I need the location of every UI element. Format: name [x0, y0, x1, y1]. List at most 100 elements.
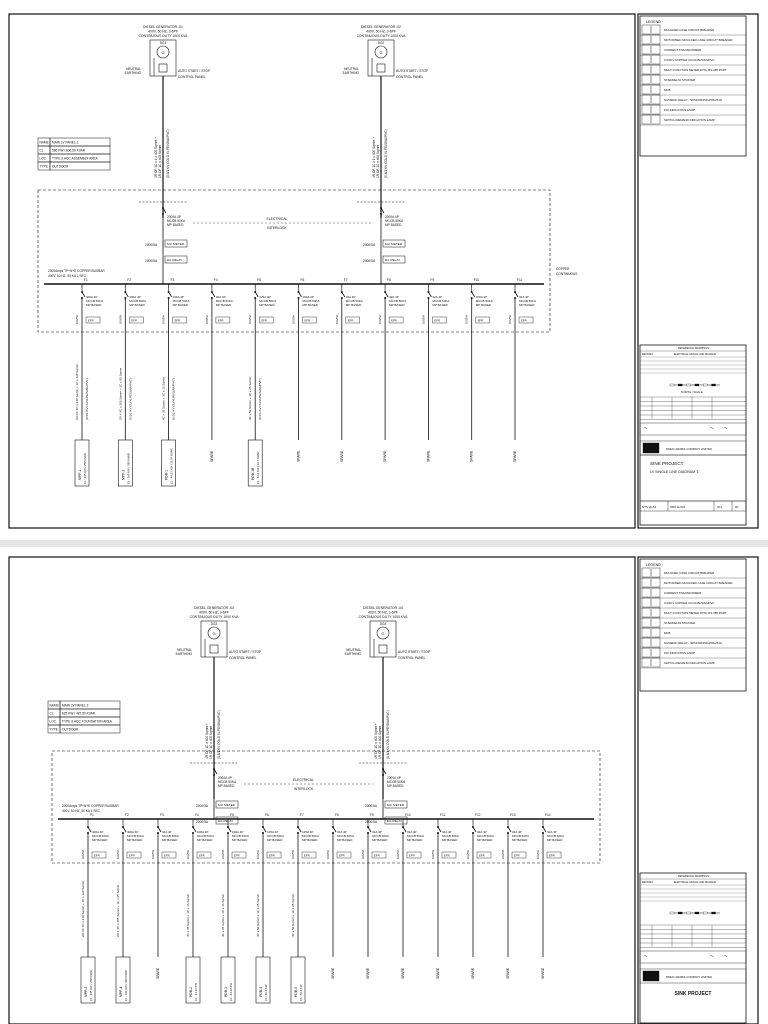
feeder-f7-relay: EFR	[348, 319, 354, 323]
feeder-f5-load-cl: CL : 56.6 KW / 41.7 KVAR	[256, 452, 260, 485]
drawing-title: LV SINGLE LINE DIAGRAM '1'	[650, 470, 700, 474]
scale-tick	[678, 911, 683, 915]
incomer-1-rating: 2000A 4P	[167, 215, 181, 219]
feeder-f1-load-box	[80, 956, 96, 1004]
feeder-f9-relay-box	[371, 851, 387, 859]
feeder-f7-rating: 32A 4P	[346, 295, 356, 299]
feeder-f9-relay: EFR	[434, 319, 440, 323]
feeder-f4-rating: 40A 4P	[216, 295, 226, 299]
feeder-f8-ct: 100/5A	[326, 850, 330, 859]
incomer-1-relay-box	[164, 255, 188, 264]
feeder-f4-mp: MP BASED	[216, 303, 232, 307]
feeder-f5-load: PDB-1B	[251, 467, 255, 480]
legend-frame	[639, 15, 747, 157]
feeder-f9-id: F9	[430, 278, 434, 282]
feeder-f12-rating: 32A 4P	[477, 830, 487, 834]
feeder-f6-mccb: MCCB 50KA	[303, 299, 320, 303]
feeder-f4-breaker-blade	[211, 291, 216, 298]
incomer-2-relay: E/L RELAY	[385, 258, 400, 262]
legend-symbol-cell	[641, 607, 661, 618]
feeder-f4-relay: EFR	[199, 854, 205, 858]
legend-item-0: MOULDED CASE CIRCUIT BREAKER	[664, 571, 714, 575]
feeder-f6-load-box	[255, 956, 271, 1004]
feeder-f4-load: PDB-2	[189, 987, 193, 997]
project-title: SINK PROJECT	[675, 991, 712, 997]
feeder-f4-ct: 100/5A	[186, 850, 190, 859]
feeder-f4-load-box	[185, 956, 201, 1004]
incomer-2-meter: M.F METER	[385, 242, 403, 246]
feeder-f13-id: F13	[510, 813, 516, 817]
feeder-f12-breaker-blade	[472, 826, 477, 833]
feeder-f5-mccb: MCCB 50KA	[259, 299, 276, 303]
feeder-f6-id: F6	[265, 813, 269, 817]
dwg-number: SRC-E-001	[670, 505, 686, 509]
feeder-f10-relay: EFR	[409, 854, 415, 858]
incomer-1-ct: 2000/5A	[145, 243, 158, 247]
feeder-f6-id: F6	[301, 278, 305, 282]
feeder-f3-ct: 100/5A	[162, 315, 166, 324]
legend-symbol-cell	[641, 44, 661, 55]
company-logo-text: DEWS	[644, 974, 658, 979]
feeder-f8-relay: EFR	[339, 854, 345, 858]
drawing-frame	[8, 556, 636, 1024]
feeder-f4-breaker-blade	[192, 826, 197, 833]
feeder-f13-relay: EFR	[514, 854, 520, 858]
feeder-f1-relay-box	[85, 316, 101, 324]
feeder-f9-breaker-blade	[428, 291, 432, 298]
gen-4-cable2: 1R OF 1C x 400 Sqmm	[378, 726, 382, 759]
feeder-f1-load-cl: CL : 345 KW / 258 KVAR	[89, 970, 93, 1001]
legend-symbol-cell	[641, 597, 661, 608]
company-logo	[642, 970, 660, 982]
gen-3-cable3: (0.6/1 KV COLD XLPE/SWA/PVC)	[217, 710, 221, 759]
feeder-f3-relay-box	[172, 316, 187, 324]
feeder-f6-load-cl: CL : 56.6 KW	[264, 984, 268, 1001]
feeder-f7-mccb: MCCB 50KA	[346, 299, 363, 303]
interlock-1: ELECTRICAL	[293, 778, 314, 782]
sig-3: ~	[724, 954, 728, 960]
feeder-f5-relay: EFR	[234, 854, 240, 858]
feeder-f3-mp: MP BASED	[173, 303, 189, 307]
feeder-f5-relay-box	[231, 851, 247, 859]
legend-item-6: MCB	[664, 88, 670, 92]
busbar-spec1: 2000Amps TP+N+E COPPER BUSBAR	[62, 804, 119, 808]
ref-col2: ELECTRICAL SINGLE LINE DIAGRAM	[674, 353, 716, 356]
feeder-f5-load-cl: CL : 44.32 KW	[229, 983, 233, 1001]
feeder-f8-mp: MP BASED	[389, 303, 405, 307]
feeder-f1-rating: 400A 4P	[92, 830, 103, 834]
feeder-f3-relay: EFR	[175, 319, 181, 323]
feeder-f5-mccb: MCCB 50KA	[232, 834, 249, 838]
feeder-f7-load: PDB-5	[294, 987, 298, 997]
feeder-f9-spare: SPARE	[426, 450, 430, 462]
gen-2-cable1: 4R OF 1C x 1 x 400 Sqmm +	[372, 137, 376, 178]
feeder-f12-mccb: MCCB 50KA	[477, 834, 494, 838]
gen-2-ctrl2: CONTROL PANEL	[396, 75, 424, 79]
feeder-f10-id: F10	[405, 813, 411, 817]
feeder-f12-ct: 100/5A	[466, 850, 470, 859]
feeder-f13-relay-box	[511, 851, 527, 859]
legend-symbol-cell	[641, 637, 661, 648]
legend-symbol-cell	[641, 104, 661, 115]
feeder-f5-cable-size: 4C x 50 Sqmm + 1C x 25 Sqmm	[248, 376, 252, 420]
feeder-f5-ct: 100/5A	[248, 315, 252, 324]
incomer-2-rating: 2000A 4P	[385, 215, 399, 219]
feeder-f14-spare: SPARE	[541, 967, 545, 979]
gen-1-neutral: NEUTRAL	[126, 67, 141, 71]
feeder-f4-relay: EFR	[218, 319, 224, 323]
feeder-f6-relay: EFR	[269, 854, 275, 858]
feeder-f9-mccb: MCCB 50KA	[432, 299, 449, 303]
feeder-f5-mp: MP BASED	[232, 838, 248, 842]
incomer-2-meter-box	[384, 800, 408, 809]
info-val-3: OUTDOOR	[52, 165, 69, 169]
info-val-cell	[59, 724, 121, 734]
legend-symbol-cell	[641, 64, 661, 75]
gen-1-earthing: EARTHING	[125, 71, 142, 75]
incomer-1-mp: MP BASED	[218, 784, 235, 788]
legend-symbol-cell	[641, 617, 661, 628]
feeder-f10-spare: SPARE	[401, 967, 405, 979]
feeder-f11-ct: 100/5A	[508, 315, 512, 324]
scale-tick	[703, 383, 708, 387]
feeder-f5-mp: MP BASED	[259, 303, 275, 307]
sig-1: ~	[644, 954, 648, 960]
incomer-1-breaker-blade	[162, 207, 167, 214]
incomer-2-ct2: 2000/5A	[363, 259, 376, 263]
